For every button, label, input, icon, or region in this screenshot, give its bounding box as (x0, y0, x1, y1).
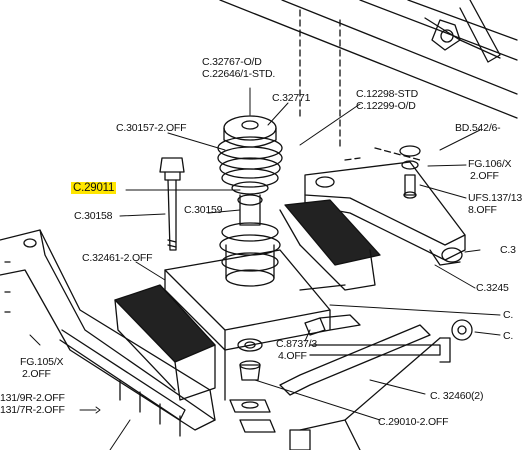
label-c30157: C.30157-2.OFF (116, 122, 187, 134)
label-bd542: BD.542/6- (455, 122, 501, 134)
label-c32461: C.32461-2.OFF (82, 252, 153, 264)
label-fg105: FG.105/X (20, 356, 64, 368)
label-c29010: C.29010-2.OFF (378, 416, 449, 428)
label-c3-partial: C.3 (500, 244, 516, 256)
left-bracket (0, 229, 216, 437)
label-c3245-partial: C.3245 (476, 282, 509, 294)
label-fg105-qty: 2.OFF (22, 368, 51, 380)
label-ufs137-qty: 8.OFF (468, 204, 497, 216)
label-c32771: C.32771 (272, 92, 311, 104)
label-c8737-qty: 4.OFF (278, 350, 307, 362)
label-c30158: C.30158 (74, 210, 113, 222)
label-fg106-qty: 2.OFF (470, 170, 499, 182)
label-c32460: C. 32460(2) (430, 390, 484, 402)
left-rubber-mount (114, 284, 216, 401)
small-parts (229, 317, 326, 433)
label-131-9r: 131/9R-2.OFF (0, 392, 65, 404)
label-c22646: C.22646/1-STD. (202, 68, 276, 80)
label-c8737: C.8737/3 (276, 338, 318, 350)
right-rubber-mount (279, 199, 381, 291)
frame-rail (219, 0, 518, 161)
bottom-bolt (279, 319, 473, 450)
label-ufs137: UFS.137/13 (468, 192, 522, 204)
label-c32767: C.32767-O/D (202, 56, 262, 68)
spring-stack (217, 115, 283, 287)
label-c12298: C.12298-STD (356, 88, 418, 100)
long-bolt (159, 157, 185, 251)
label-c29011-highlighted: C.29011 (71, 182, 117, 194)
label-c30159: C.30159 (184, 204, 223, 216)
label-131-7r: 131/7R-2.OFF (0, 404, 65, 416)
label-fg106: FG.106/X (468, 158, 512, 170)
label-c-partial-1: C. (503, 309, 514, 321)
label-c12299: C.12299-O/D (356, 100, 416, 112)
label-c-partial-2: C. (503, 330, 514, 342)
center-bracket (164, 249, 361, 401)
leader-lines (29, 87, 501, 450)
